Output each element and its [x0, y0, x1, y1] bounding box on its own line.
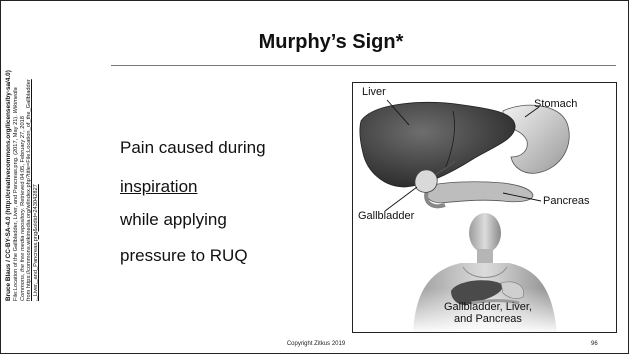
attribution-commons: Commons, the free media repository: [20, 209, 26, 301]
body-line-4: pressure to RUQ: [120, 246, 248, 266]
pancreas-icon: [425, 182, 533, 203]
figure-caption: Gallbladder, Liver, and Pancreas: [383, 301, 593, 325]
page-number: 96: [591, 341, 598, 347]
image-attribution: Bruce Blaus / CC-BY-SA-4.0 (http://creat…: [5, 31, 69, 301]
gallbladder-icon: [415, 170, 437, 192]
label-stomach: Stomach: [534, 98, 577, 110]
anatomy-illustration: Liver Stomach Pancreas Gallbladder Gallb…: [352, 82, 617, 333]
anatomy-drawing: [353, 83, 617, 333]
body-line-3: while applying: [120, 210, 227, 230]
label-gallbladder: Gallbladder: [358, 210, 414, 222]
gallbladder-pointer-line: [385, 187, 417, 211]
figure-caption-line-1: Gallbladder, Liver,: [383, 301, 593, 313]
attribution-file: File:Location of the Gallbladder, Liver,…: [13, 115, 19, 301]
body-line-1: Pain caused during: [120, 138, 266, 158]
label-pancreas: Pancreas: [543, 195, 589, 207]
title-divider: [111, 65, 616, 66]
figure-caption-line-2: and Pancreas: [383, 313, 593, 325]
copyright-footer: Copyright Zitkus 2019: [201, 341, 431, 347]
attribution-wikimedia: Wikimedia: [13, 87, 19, 113]
attribution-license: Bruce Blaus / CC-BY-SA-4.0 (http://creat…: [5, 31, 13, 301]
slide-title: Murphy’s Sign*: [211, 31, 451, 54]
attribution-url-cont[interactable]: ,_Liver,_and_Pancreas.png&oldid=24304282…: [33, 31, 40, 301]
body-line-2: inspiration: [120, 177, 198, 197]
stomach-icon: [503, 105, 569, 173]
liver-icon: [360, 102, 515, 187]
label-liver: Liver: [362, 86, 386, 98]
attribution-retrieved: . Retrieved 04:05, February 27, 2018: [20, 116, 26, 209]
